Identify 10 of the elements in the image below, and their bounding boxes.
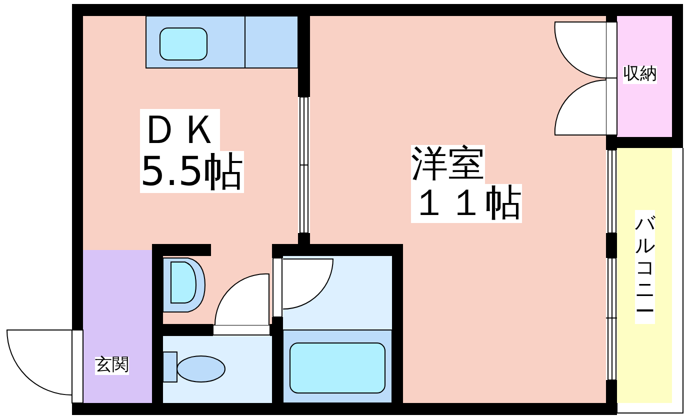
room-label: 収納	[623, 66, 657, 84]
room-label: 洋室	[411, 145, 485, 184]
room-label: １１帖	[411, 184, 522, 223]
room-area	[83, 250, 152, 403]
room-label: 玄関	[95, 357, 129, 375]
vertical-room-label: バルコニー	[635, 210, 655, 324]
room-label: 5.5帖	[140, 151, 244, 193]
room-label: ＤＫ	[140, 109, 220, 151]
room-area	[617, 148, 672, 403]
room-area	[617, 16, 672, 137]
